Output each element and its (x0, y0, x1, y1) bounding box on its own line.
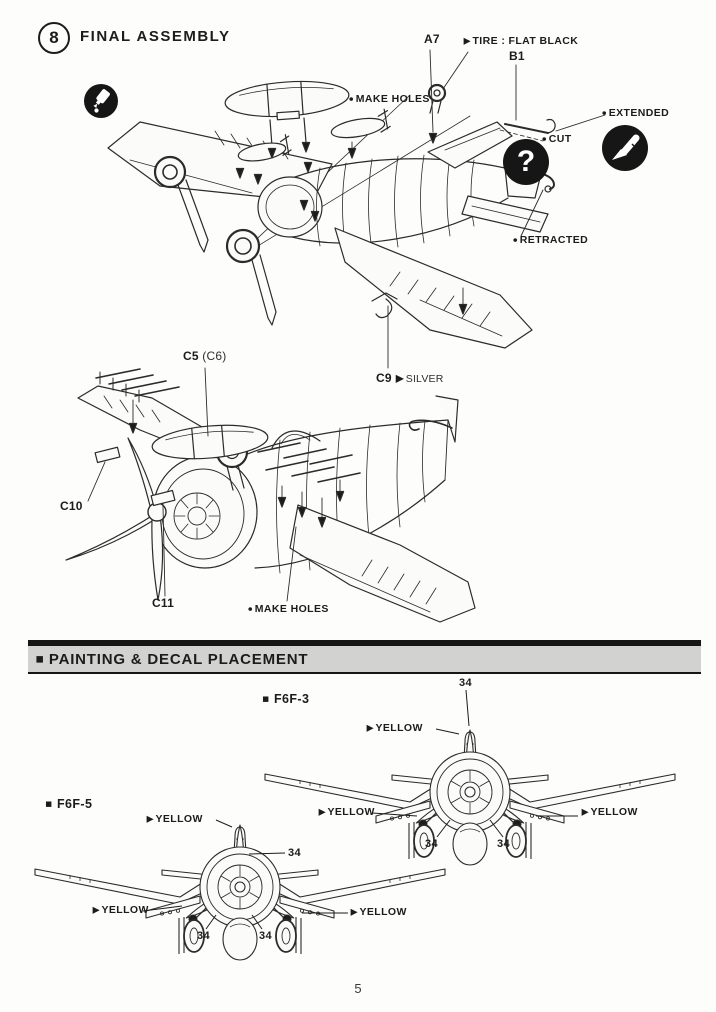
dot-marker: ● (541, 134, 548, 144)
arrow-marker: ▶ (146, 814, 154, 824)
square-marker: ■ (45, 797, 53, 811)
part-c10-shape (94, 446, 121, 464)
make-holes-note: ●MAKE HOLES (348, 93, 430, 105)
section-header: ■ PAINTING & DECAL PLACEMENT (28, 640, 701, 674)
arrow-marker: ▶ (581, 807, 589, 817)
square-marker: ■ (262, 692, 270, 706)
part-label-c5: C5 (C6) (183, 349, 227, 363)
yellow-note-f6f3-left-wing: ▶YELLOW (318, 806, 375, 818)
variant-label-f6f3: ■F6F-3 (262, 692, 310, 706)
aircraft-front-left-drawing (65, 305, 476, 623)
decal-34-f6f5-left-gear: 34 (197, 930, 211, 942)
yellow-note-f6f5-left-wing: ▶YELLOW (92, 904, 149, 916)
section-title: PAINTING & DECAL PLACEMENT (48, 650, 309, 668)
decal-34-f6f3-left-gear: 34 (425, 838, 439, 850)
f6f5-front-view (34, 824, 446, 961)
section-header-rule (28, 640, 701, 646)
tire-color-note: ▶TIRE : FLAT BLACK (463, 35, 579, 47)
drop-tank-part-2 (151, 424, 269, 460)
arrow-marker: ▶ (92, 905, 100, 915)
f6f3-front-view (264, 729, 676, 866)
dot-marker: ● (247, 604, 254, 614)
arrow-marker: ▶ (396, 372, 404, 384)
decal-34-f6f3-right-gear: 34 (497, 838, 511, 850)
part-c11-shape (150, 489, 176, 507)
arrow-marker: ▶ (366, 723, 374, 733)
decal-34-f6f3-tail: 34 (459, 677, 473, 689)
decal-34-f6f5-fin: 34 (288, 847, 302, 859)
square-marker: ■ (35, 651, 45, 667)
bomb-part (330, 108, 391, 139)
dot-marker: ● (601, 108, 608, 118)
part-label-c10: C10 (60, 499, 83, 513)
page-number: 5 (354, 981, 362, 996)
make-holes-note-2: ●MAKE HOLES (247, 603, 329, 615)
tire-part-a7 (427, 83, 447, 114)
dot-marker: ● (512, 235, 519, 245)
callout-leader-lines (142, 689, 578, 930)
drop-tank-part (224, 80, 350, 121)
decal-34-f6f5-right-gear: 34 (259, 930, 273, 942)
arrow-marker: ▶ (318, 807, 326, 817)
arrow-marker: ▶ (350, 907, 358, 917)
glue-icon (84, 84, 118, 118)
aircraft-underside-drawing (107, 49, 606, 349)
hook-part-b1 (499, 118, 556, 142)
part-label-c11: C11 (152, 596, 174, 610)
hook-part-c9 (371, 292, 398, 319)
bomb-part (237, 134, 292, 162)
cut-note: ●CUT (541, 133, 572, 145)
painting-diagram (34, 689, 676, 961)
step-number-badge: 8 (38, 22, 70, 54)
landing-gear-parts (153, 155, 277, 326)
part-label-b1: B1 (509, 49, 525, 63)
yellow-note-f6f3-right-wing: ▶YELLOW (581, 806, 638, 818)
rocket-parts-2 (257, 442, 361, 483)
section-header-bar: ■ PAINTING & DECAL PLACEMENT (28, 646, 701, 674)
question-icon: ? (503, 139, 549, 185)
extended-note: ●EXTENDED (601, 107, 670, 119)
arrow-marker: ▶ (463, 36, 471, 46)
yellow-note-f6f3-fin: ▶YELLOW (366, 722, 423, 734)
yellow-note-f6f5-right-wing: ▶YELLOW (350, 906, 407, 918)
step-title: FINAL ASSEMBLY (80, 28, 231, 45)
yellow-note-f6f5-fin: ▶YELLOW (146, 813, 203, 825)
retracted-note: ●RETRACTED (512, 234, 589, 246)
part-label-a7: A7 (424, 32, 440, 46)
question-glyph: ? (516, 145, 536, 178)
final-assembly-diagram (65, 49, 606, 623)
part-label-c9: C9 ▶SILVER (376, 371, 444, 385)
dot-marker: ● (348, 94, 355, 104)
rocket-parts (95, 368, 180, 403)
variant-label-f6f5: ■F6F-5 (45, 797, 93, 811)
knife-icon (602, 125, 648, 171)
